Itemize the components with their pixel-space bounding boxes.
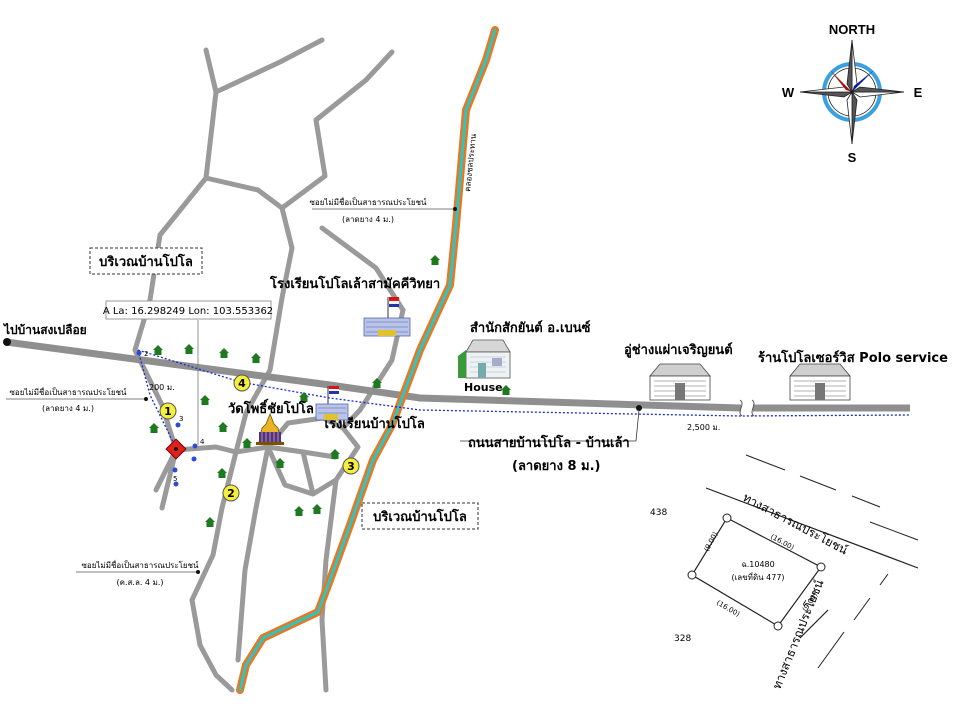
marker-2-label: 2 [227,487,235,500]
subject-plot: 2 3 4 5 [136,350,205,487]
alley-left-label: ซอยไม่มีชื่อเป็นสาธารณประโยชน์ [9,386,127,397]
house-icon [458,339,511,379]
marker-4-label: 4 [238,377,246,390]
alley-top-callout: ซอยไม่มีชื่อเป็นสาธารณประโยชน์ (ลาดยาง 4… [309,196,457,224]
survey-point-5-label: 5 [173,475,177,483]
compass-west: W [782,85,795,100]
temple-label: วัดโพธิ์ชัยโปโล [228,398,314,417]
survey-point-4-label: 4 [200,438,205,446]
area-label-bottom: บริเวณบ้านโปโล [373,508,467,525]
temple-icon [256,412,284,445]
route-line [137,349,911,449]
tree-markers [149,255,511,527]
garage-icon [649,363,711,401]
parcel-neighbor-top: 438 [650,508,667,518]
marker-3: 3 [342,457,360,475]
school-polo-label: โรงเรียนโปโลเล้าสามัคคีวิทยา [269,275,440,292]
parcel-diagram [687,454,919,669]
parcel-road-top: ทางสาธารณประโยชน์ [741,490,851,557]
school-polo-icon [363,297,411,337]
survey-point-4 [192,443,198,449]
survey-point-3 [175,422,181,428]
compass-south: S [848,150,857,165]
alley-bottom-label: ซอยไม่มีชื่อเป็นสาธารณประโยชน์ [81,559,199,570]
parcel-road-bottom: ทางสาธารณประโยชน์ [770,578,827,691]
alley-bottom-callout: ซอยไม่มีชื่อเป็นสาธารณประโยชน์ (ค.ส.ล. 4… [76,559,200,587]
parcel-label-line1: ฉ.10480 [741,560,774,569]
alley-left-callout: ซอยไม่มีชื่อเป็นสาธารณประโยชน์ (ลาดยาง 4… [6,386,148,413]
alley-left-type: (ลาดยาง 4 ม.) [42,404,94,413]
area-box-bottom [361,502,479,530]
garage-point [636,405,642,411]
canal [236,26,499,694]
alley-bottom-type: (ค.ส.ล. 4 ม.) [117,578,164,587]
compass-north: NORTH [829,22,875,37]
survey-point-2 [136,350,142,356]
road-end-west [3,338,11,346]
alley-top-label: ซอยไม่มีชื่อเป็นสาธารณประโยชน์ [309,196,427,207]
survey-point-5 [172,467,178,473]
road-break [739,399,755,417]
marker-4: 4 [233,374,251,392]
service-label: ร้านโปโลเซอร์วิส Polo service [758,349,948,366]
sawmill-label: สำนักสักยันต์ อ.เบนซ์ [470,320,591,336]
main-road-name: ถนนสายบ้านโปโล - บ้านเล้า [468,434,630,451]
main-road-type: (ลาดยาง 8 ม.) [512,459,600,474]
main-road [5,338,910,412]
marker-2: 2 [222,484,240,502]
parcel-neighbor-bottom: 328 [674,634,691,644]
distance-main: 2,500 ม. [687,423,720,432]
garage-label: อู่ช่างแผ่าเจริญยนต์ [624,342,733,358]
road-west-label: ไปบ้านสงเปลือย [2,322,87,337]
coords-label: A La: 16.298249 Lon: 103.553362 [103,306,273,317]
parcel-label-line2: (เลขที่ดิน 477) [731,571,784,582]
parcel-dim-left: (9.00) [703,530,720,553]
service-icon [789,363,851,401]
marker-1: 1 [159,402,177,420]
school-banpolo-icon [315,386,349,421]
alley-top-type: (ลาดยาง 4 ม.) [342,215,394,224]
survey-point-2-label: 2 [144,350,148,358]
area-box-top [89,247,203,275]
compass-rose [799,39,905,145]
coords-box [105,300,272,320]
marker-3-label: 3 [347,460,355,473]
area-label-top: บริเวณบ้านโปโล [99,253,193,270]
house-label: House [464,381,503,394]
compass-east: E [914,85,923,100]
survey-point-3-label: 3 [179,415,183,423]
distance-small: 200 ม. [149,383,175,392]
marker-1-label: 1 [164,405,172,418]
